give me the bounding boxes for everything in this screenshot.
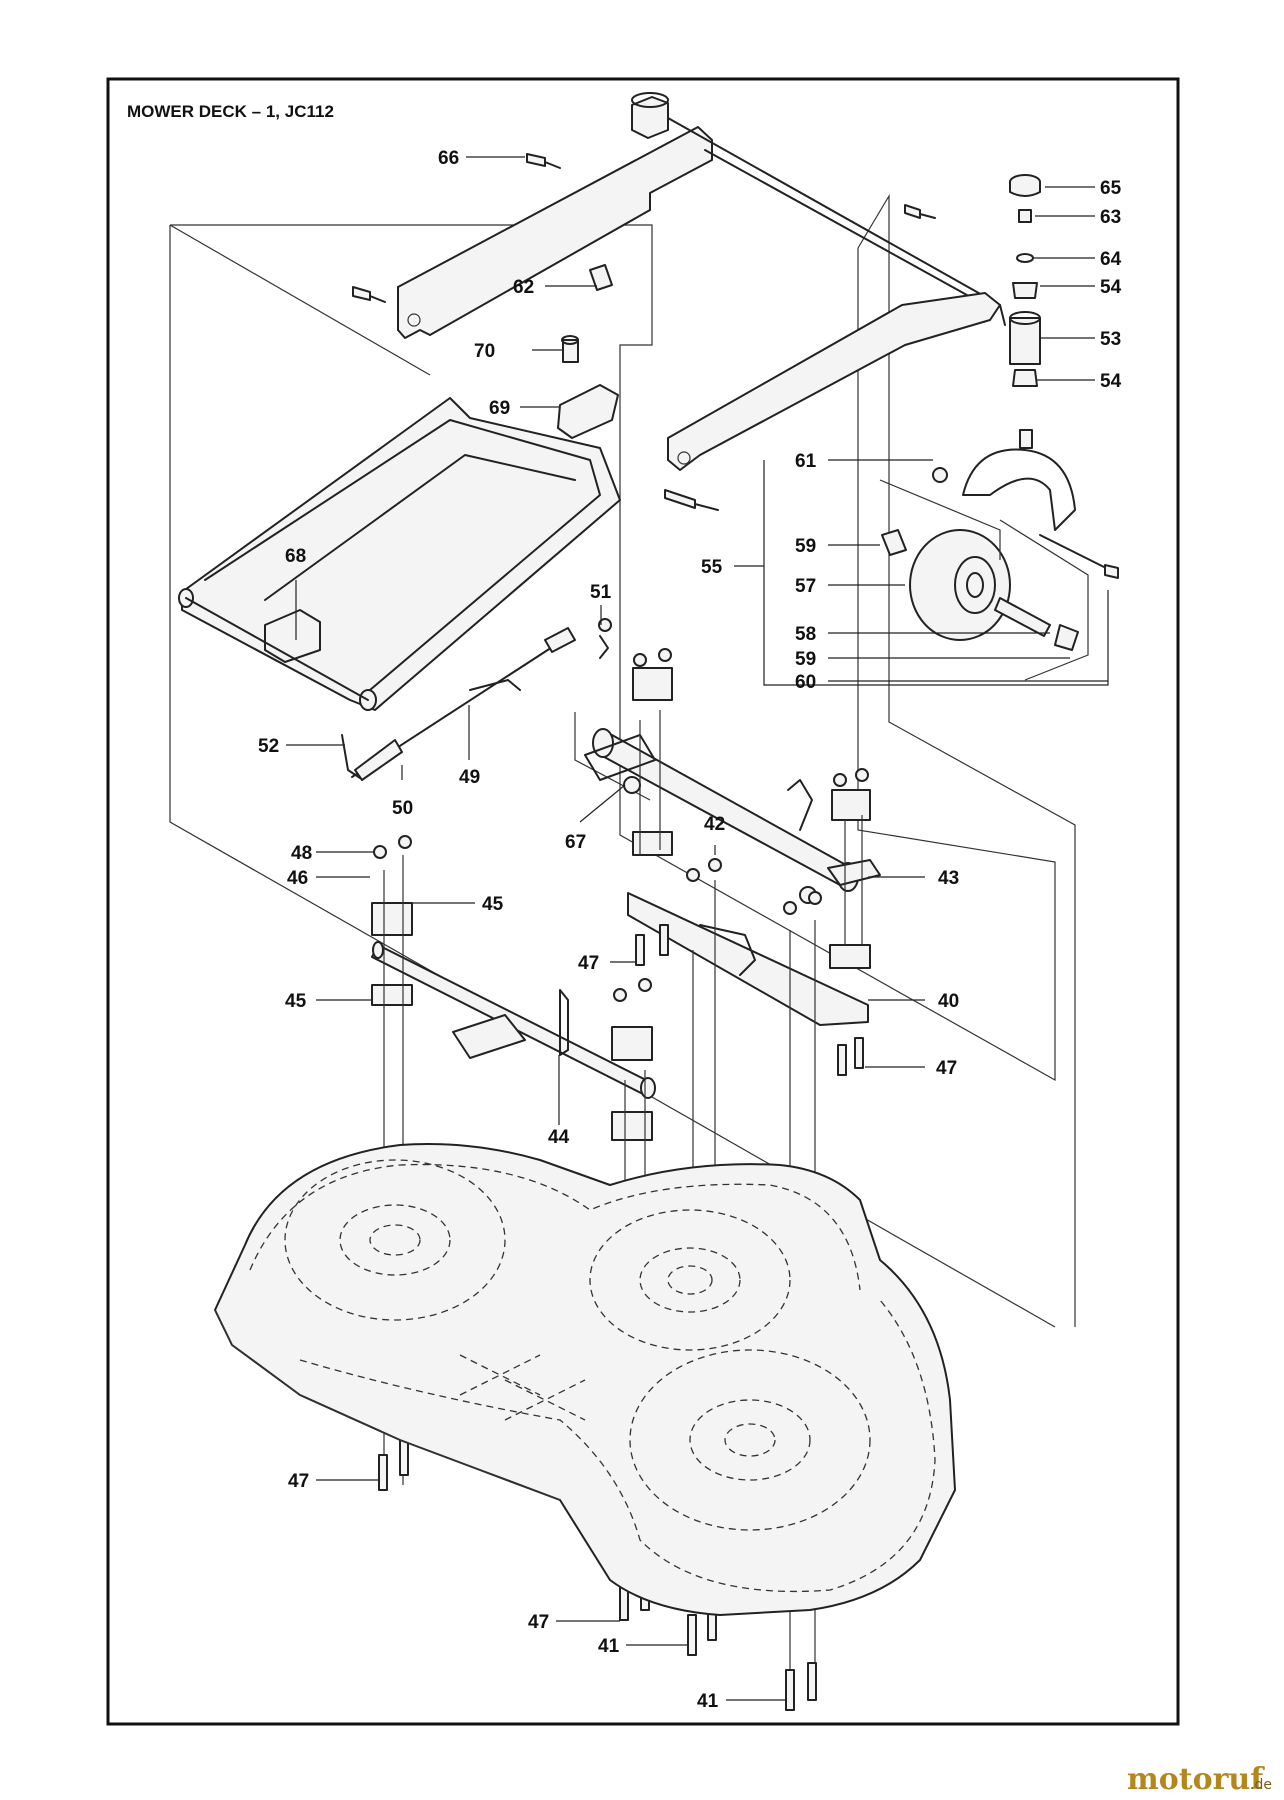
- callout-labels: 66 65 63 64 54 53 54 62 70 69 61 59 55 5…: [258, 148, 1122, 1712]
- callout-69: 69: [489, 398, 510, 419]
- callout-65: 65: [1100, 178, 1122, 199]
- bolts: [378, 924, 864, 1711]
- callout-47-left: 47: [288, 1471, 309, 1492]
- callout-50: 50: [392, 798, 413, 819]
- callout-54-bottom: 54: [1100, 371, 1122, 392]
- watermark-logo: motoruf .de: [1127, 1762, 1272, 1797]
- callout-47-right: 47: [936, 1058, 957, 1079]
- callout-52: 52: [258, 736, 279, 757]
- mower-deck: [214, 1143, 956, 1616]
- callout-59-bottom: 59: [795, 649, 816, 670]
- callout-70: 70: [474, 341, 495, 362]
- callout-47-bottom: 47: [528, 1612, 549, 1633]
- callout-58: 58: [795, 624, 816, 645]
- clamp-blocks: [371, 648, 871, 1141]
- callout-47-mid: 47: [578, 953, 599, 974]
- watermark-brand: motoruf: [1127, 1762, 1265, 1797]
- callout-51: 51: [590, 582, 612, 603]
- lift-rod: [341, 618, 612, 781]
- callout-49: 49: [459, 767, 480, 788]
- diagram-title: MOWER DECK – 1, JC112: [127, 102, 334, 121]
- watermark-suffix: .de: [1250, 1777, 1272, 1793]
- callout-63: 63: [1100, 207, 1121, 228]
- callout-64: 64: [1100, 249, 1122, 270]
- lift-frame: [178, 397, 621, 711]
- front-bar: [627, 892, 869, 1026]
- callout-41-bottom: 41: [697, 1691, 719, 1712]
- callout-57: 57: [795, 576, 816, 597]
- leader-lines: [286, 156, 1109, 1701]
- callout-48: 48: [291, 843, 312, 864]
- diagram-frame: [106, 77, 1180, 1726]
- right-lift-arm: [664, 204, 1001, 511]
- grouping-outlines: [169, 193, 1076, 1328]
- callout-43: 43: [938, 868, 959, 889]
- caster-stack: [1009, 174, 1041, 387]
- callout-45-top: 45: [482, 894, 504, 915]
- callout-66: 66: [438, 148, 459, 169]
- callout-62: 62: [513, 277, 534, 298]
- callout-41-mid: 41: [598, 1636, 620, 1657]
- caster-wheel: [879, 429, 1119, 681]
- callout-45-bottom: 45: [285, 991, 307, 1012]
- upper-lift-arm: [352, 92, 1006, 339]
- brackets: [557, 264, 619, 439]
- callout-42: 42: [704, 814, 725, 835]
- callout-68: 68: [285, 546, 306, 567]
- rear-axle: [371, 941, 656, 1099]
- callout-55: 55: [701, 557, 723, 578]
- callout-46: 46: [287, 868, 308, 889]
- callout-67: 67: [565, 832, 586, 853]
- callout-40: 40: [938, 991, 959, 1012]
- callout-60: 60: [795, 672, 816, 693]
- callout-59-top: 59: [795, 536, 816, 557]
- callout-61: 61: [795, 451, 817, 472]
- callout-44: 44: [548, 1127, 570, 1148]
- callout-53: 53: [1100, 329, 1121, 350]
- callout-54-top: 54: [1100, 277, 1122, 298]
